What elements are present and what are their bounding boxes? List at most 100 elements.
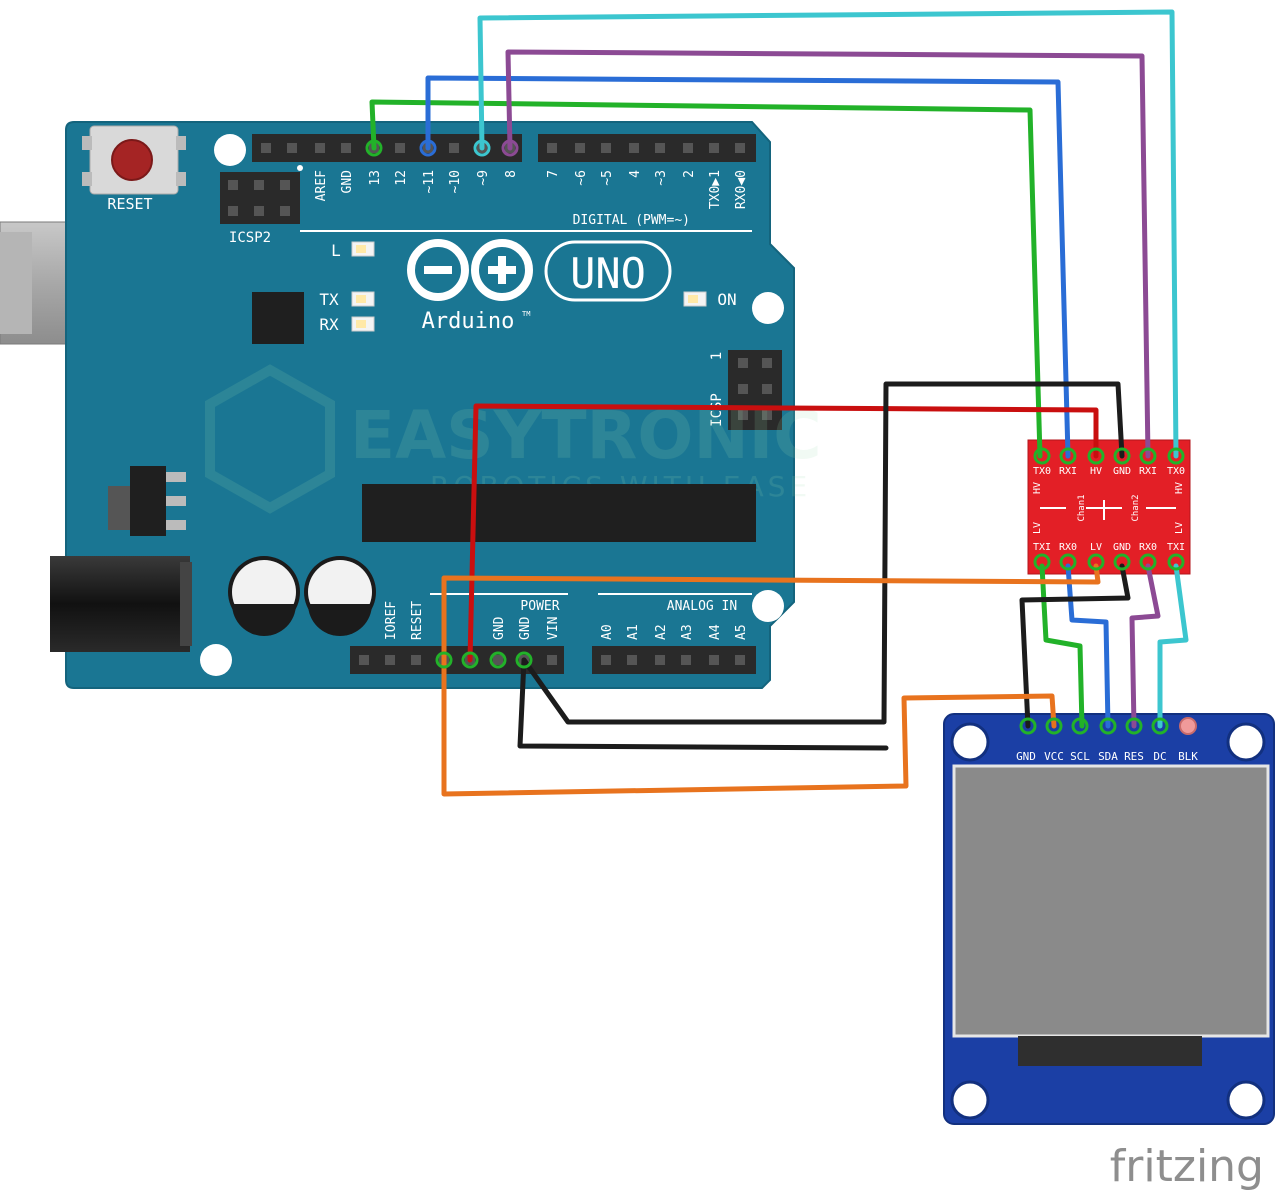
power-pin-label: GND <box>492 616 507 640</box>
shifter-hv-left: HV <box>1032 482 1043 494</box>
arduino-tm: TM <box>522 310 530 318</box>
power-pin-label: RESET <box>410 601 425 640</box>
reset-button[interactable] <box>82 125 186 195</box>
shifter-pin-label: LV <box>1090 542 1102 553</box>
header-pin <box>449 143 459 153</box>
wire-endpoint <box>1045 717 1063 735</box>
usb-chip <box>252 292 304 344</box>
analog-pin-label: A4 <box>708 624 723 640</box>
analog-pin-label: A1 <box>626 624 641 640</box>
analog-pin-label: A0 <box>600 624 615 640</box>
wire-endpoint <box>489 651 507 669</box>
wire-endpoint <box>1139 447 1157 465</box>
wire-endpoint <box>461 651 479 669</box>
wire-endpoint <box>1113 447 1131 465</box>
board-pcb <box>65 121 795 689</box>
header-pin <box>655 655 665 665</box>
shifter-pin-label: TXI <box>1033 542 1051 553</box>
led-l <box>351 241 375 257</box>
header-pin <box>601 143 611 153</box>
reset-label: RESET <box>107 195 152 213</box>
wire-endpoint <box>419 139 437 157</box>
digital-pin-label: ~5 <box>600 170 615 186</box>
mounting-hole <box>1226 1080 1266 1120</box>
wire-black <box>517 381 1131 751</box>
power-label: POWER <box>520 599 559 614</box>
icsp-pin1-label: 1 <box>709 352 725 360</box>
wire-endpoints <box>365 139 1197 735</box>
shifter-pin-label: TX0 <box>1033 466 1051 477</box>
led-tx-label: TX <box>319 290 339 309</box>
wire-orange <box>441 563 1101 797</box>
shifter-pin-label: TX0 <box>1167 466 1185 477</box>
led-on <box>683 291 707 307</box>
header-pin <box>683 143 693 153</box>
shifter-pin-label: RXI <box>1139 466 1157 477</box>
wire-endpoint <box>1139 553 1157 571</box>
analog-pin-label: A3 <box>680 624 695 640</box>
header-pin <box>385 655 395 665</box>
wire-endpoint <box>501 139 519 157</box>
header-pin <box>627 655 637 665</box>
wire-endpoint <box>1033 447 1051 465</box>
header-pin <box>575 143 585 153</box>
wire-endpoint <box>1059 553 1077 571</box>
header-pin <box>709 655 719 665</box>
digital-pin-label: 2 <box>682 170 697 178</box>
wire-endpoint <box>1087 553 1105 571</box>
shifter-lv-right: LV <box>1174 522 1185 534</box>
capacitor <box>228 556 300 636</box>
header-pin <box>287 143 297 153</box>
wires <box>369 9 1189 797</box>
blk-pin <box>1179 717 1197 735</box>
wire-endpoint <box>1059 447 1077 465</box>
digital-pin-label: GND <box>340 170 355 194</box>
digital-pin-label: 13 <box>368 170 383 186</box>
voltage-regulator <box>108 466 186 536</box>
display-pin-label: RES <box>1124 750 1144 763</box>
led-l-label: L <box>331 241 341 260</box>
header-pin <box>411 655 421 665</box>
atmega-chip <box>362 484 756 542</box>
wire-endpoint <box>1033 553 1051 571</box>
digital-pin-label: ~6 <box>574 170 589 186</box>
digital-pin-label: RX0◀0 <box>734 170 749 209</box>
wire-green <box>369 99 1085 729</box>
icsp-header <box>728 350 782 430</box>
fritzing-logo: fritzing <box>1110 1141 1264 1192</box>
mounting-hole <box>200 644 232 676</box>
header-pin <box>547 655 557 665</box>
wire-endpoint <box>1071 717 1089 735</box>
header-pin <box>547 143 557 153</box>
wire-endpoint <box>435 651 453 669</box>
header-pin <box>655 143 665 153</box>
wire-endpoint <box>1167 447 1185 465</box>
digital-pin-label: 8 <box>504 170 519 178</box>
power-pin-label: VIN <box>546 617 561 640</box>
digital-pin-label: 7 <box>546 170 561 178</box>
header-pin <box>315 143 325 153</box>
shifter-pin-label: RX0 <box>1059 542 1077 553</box>
wire-endpoint <box>1087 447 1105 465</box>
digital-label: DIGITAL (PWM=~) <box>573 213 690 228</box>
analog-label: ANALOG IN <box>667 599 737 614</box>
uno-label: UNO <box>570 249 646 298</box>
digital-pin-label: 4 <box>628 170 643 178</box>
shifter-pin-label: HV <box>1090 466 1102 477</box>
mounting-hole <box>752 292 784 324</box>
display-pin-label: SDA <box>1098 750 1118 763</box>
shifter-hv-right: HV <box>1174 482 1185 494</box>
mounting-hole <box>1226 722 1266 762</box>
header-pin <box>735 143 745 153</box>
wire-endpoint <box>365 139 383 157</box>
wire-cyan <box>477 9 1189 729</box>
digital-pin-label: AREF <box>314 170 329 201</box>
wire-endpoint <box>515 651 533 669</box>
wire-endpoint <box>1125 717 1143 735</box>
display-screen <box>952 764 1270 1038</box>
header-pin <box>395 143 405 153</box>
